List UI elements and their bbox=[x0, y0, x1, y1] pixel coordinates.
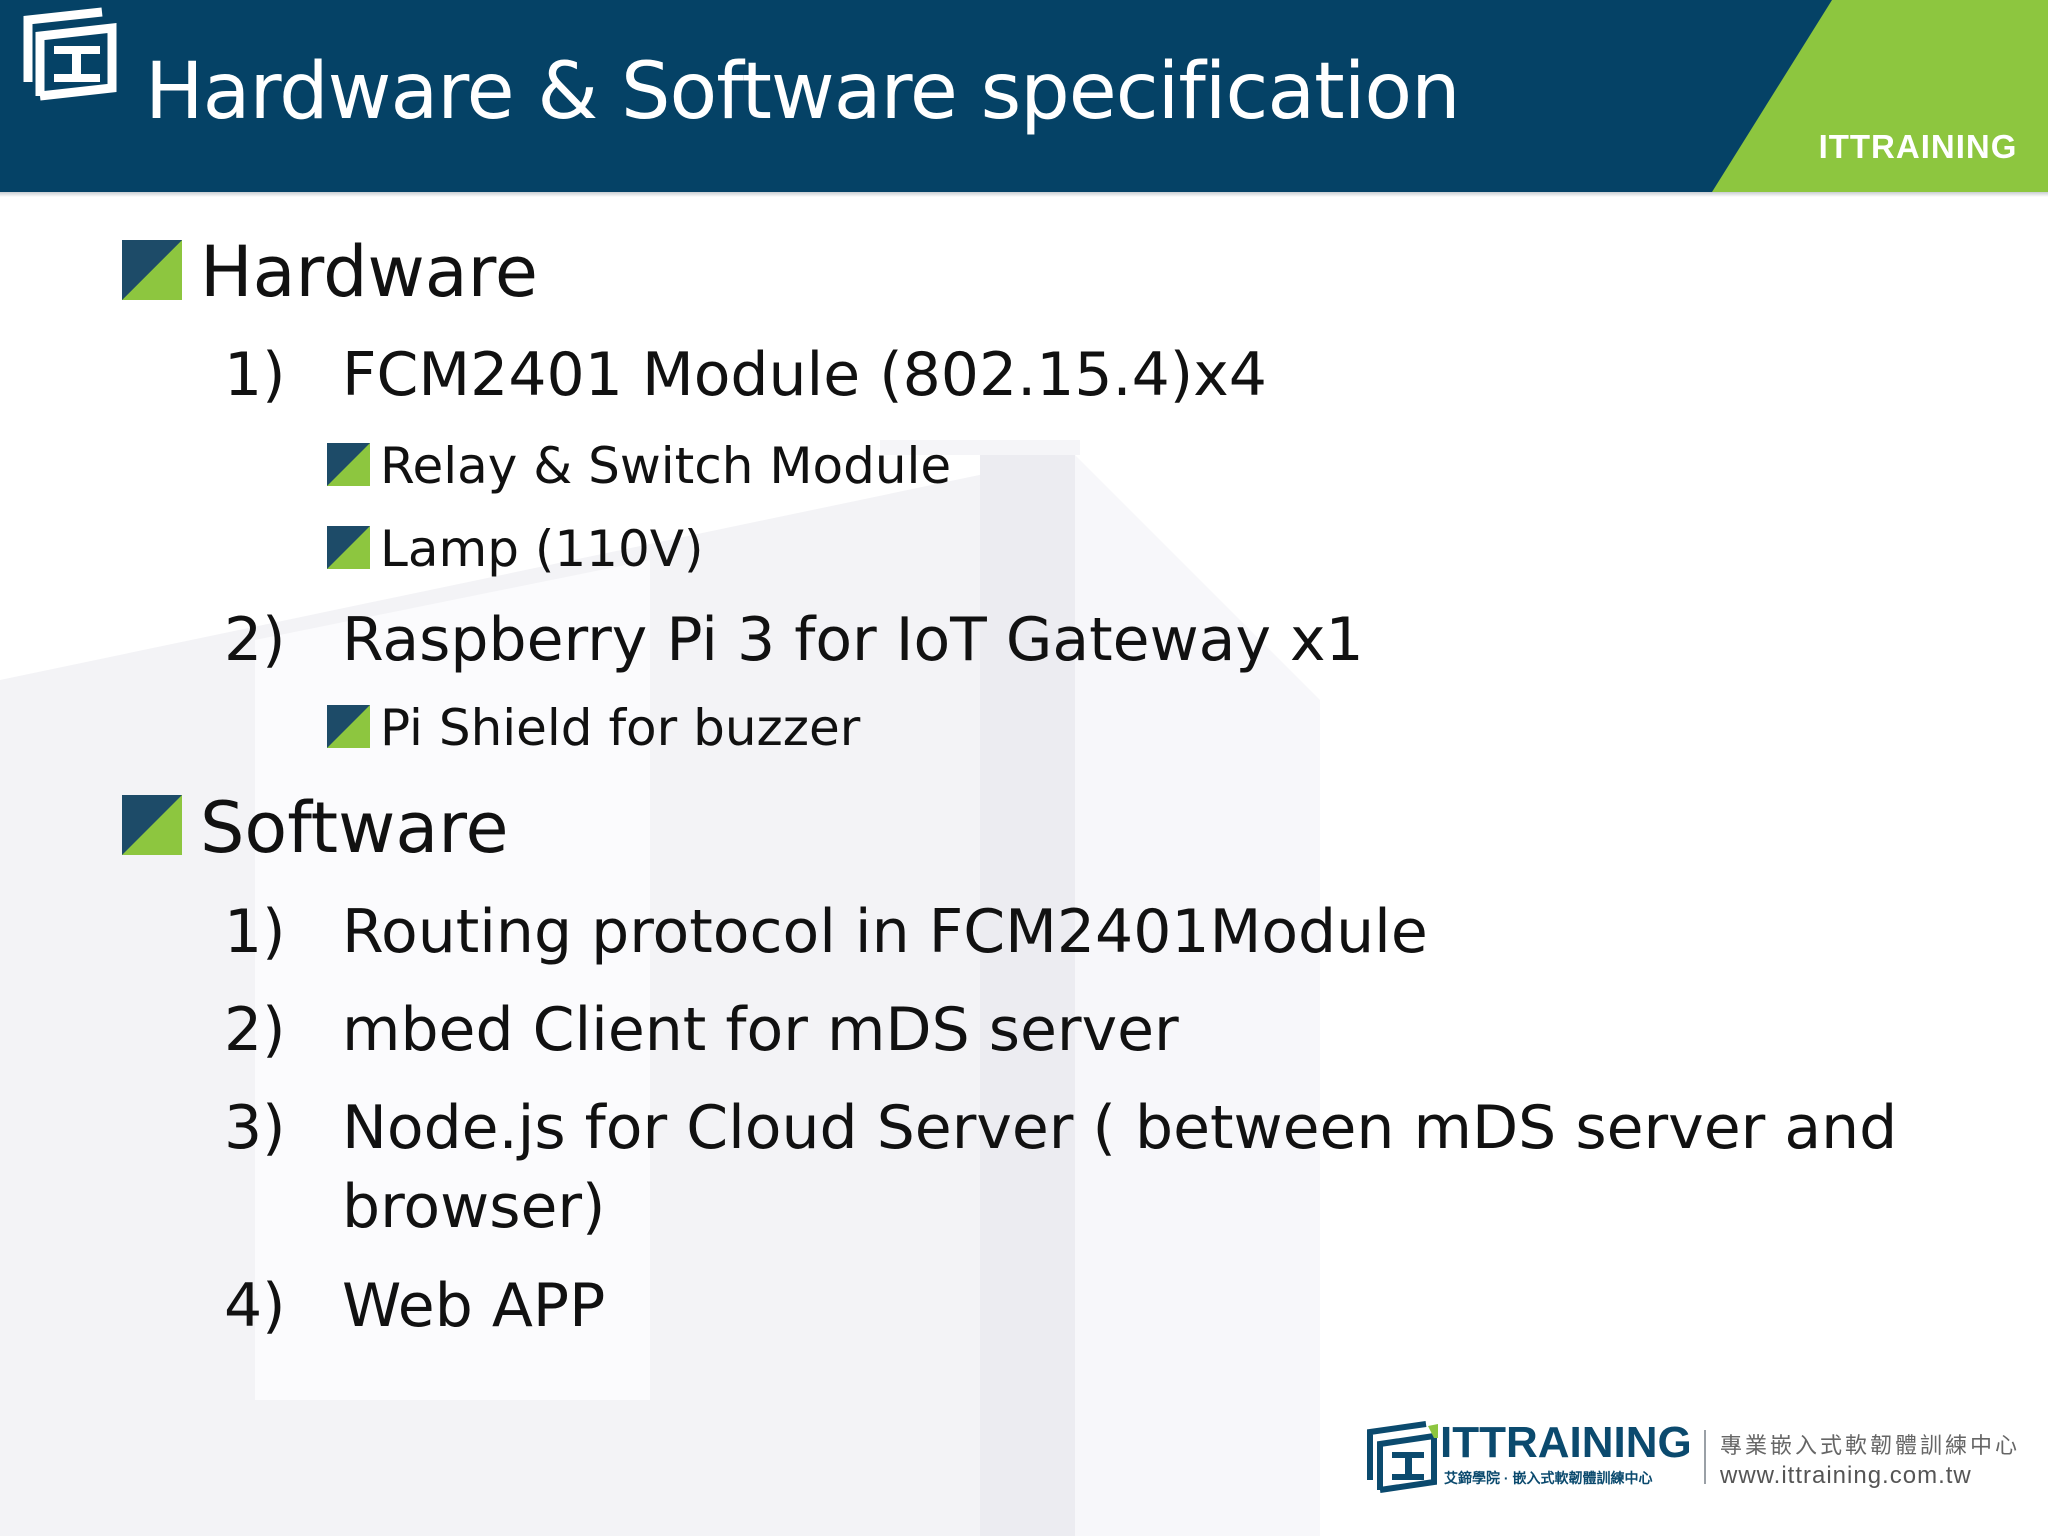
square-bullet-icon bbox=[122, 240, 182, 300]
software-item-3-continued: browser) bbox=[342, 1172, 606, 1242]
header-band bbox=[0, 0, 2048, 192]
software-heading: Software bbox=[200, 787, 509, 869]
slide-title: Hardware & Software specification bbox=[145, 47, 1461, 137]
hardware-item-1-number: 1) bbox=[224, 340, 286, 410]
software-item-4: Web APP bbox=[342, 1271, 606, 1341]
footer-tagline: 艾鍗學院 · 嵌入式軟韌體訓練中心 bbox=[1444, 1470, 1653, 1486]
software-item-3: Node.js for Cloud Server ( between mDS s… bbox=[342, 1093, 1898, 1163]
software-item-1: Routing protocol in FCM2401Module bbox=[342, 897, 1428, 967]
hardware-heading: Hardware bbox=[200, 231, 538, 313]
square-bullet-icon bbox=[327, 705, 370, 748]
footer-url: www.ittraining.com.tw bbox=[1720, 1462, 1972, 1489]
software-item-2: mbed Client for mDS server bbox=[342, 995, 1179, 1065]
square-bullet-icon bbox=[122, 795, 182, 855]
hardware-subitem-pi-shield: Pi Shield for buzzer bbox=[380, 699, 861, 757]
header-divider bbox=[0, 192, 2048, 197]
hardware-subitem-relay: Relay & Switch Module bbox=[380, 437, 952, 495]
hardware-item-1: FCM2401 Module (802.15.4)x4 bbox=[342, 340, 1267, 410]
slide-header: Hardware & Software specification ITTRAI… bbox=[0, 0, 2048, 192]
software-item-3-number: 3) bbox=[224, 1093, 286, 1163]
footer-divider bbox=[1704, 1430, 1706, 1484]
software-item-4-number: 4) bbox=[224, 1271, 286, 1341]
footer-logo-icon bbox=[1367, 1421, 1438, 1493]
hardware-subitem-lamp: Lamp (110V) bbox=[380, 520, 704, 578]
square-bullet-icon bbox=[327, 443, 370, 486]
hardware-item-2: Raspberry Pi 3 for IoT Gateway x1 bbox=[342, 605, 1364, 675]
footer-subtitle: 專業嵌入式軟韌體訓練中心 bbox=[1720, 1433, 2021, 1458]
software-item-2-number: 2) bbox=[224, 995, 286, 1065]
footer-brand-text: ITTRAINING bbox=[1440, 1418, 1692, 1467]
square-bullet-icon bbox=[327, 526, 370, 569]
hardware-item-2-number: 2) bbox=[224, 605, 286, 675]
software-item-1-number: 1) bbox=[224, 897, 286, 967]
ittraining-logo-icon bbox=[23, 7, 117, 101]
header-brand-text: ITTRAINING bbox=[1818, 128, 2018, 165]
